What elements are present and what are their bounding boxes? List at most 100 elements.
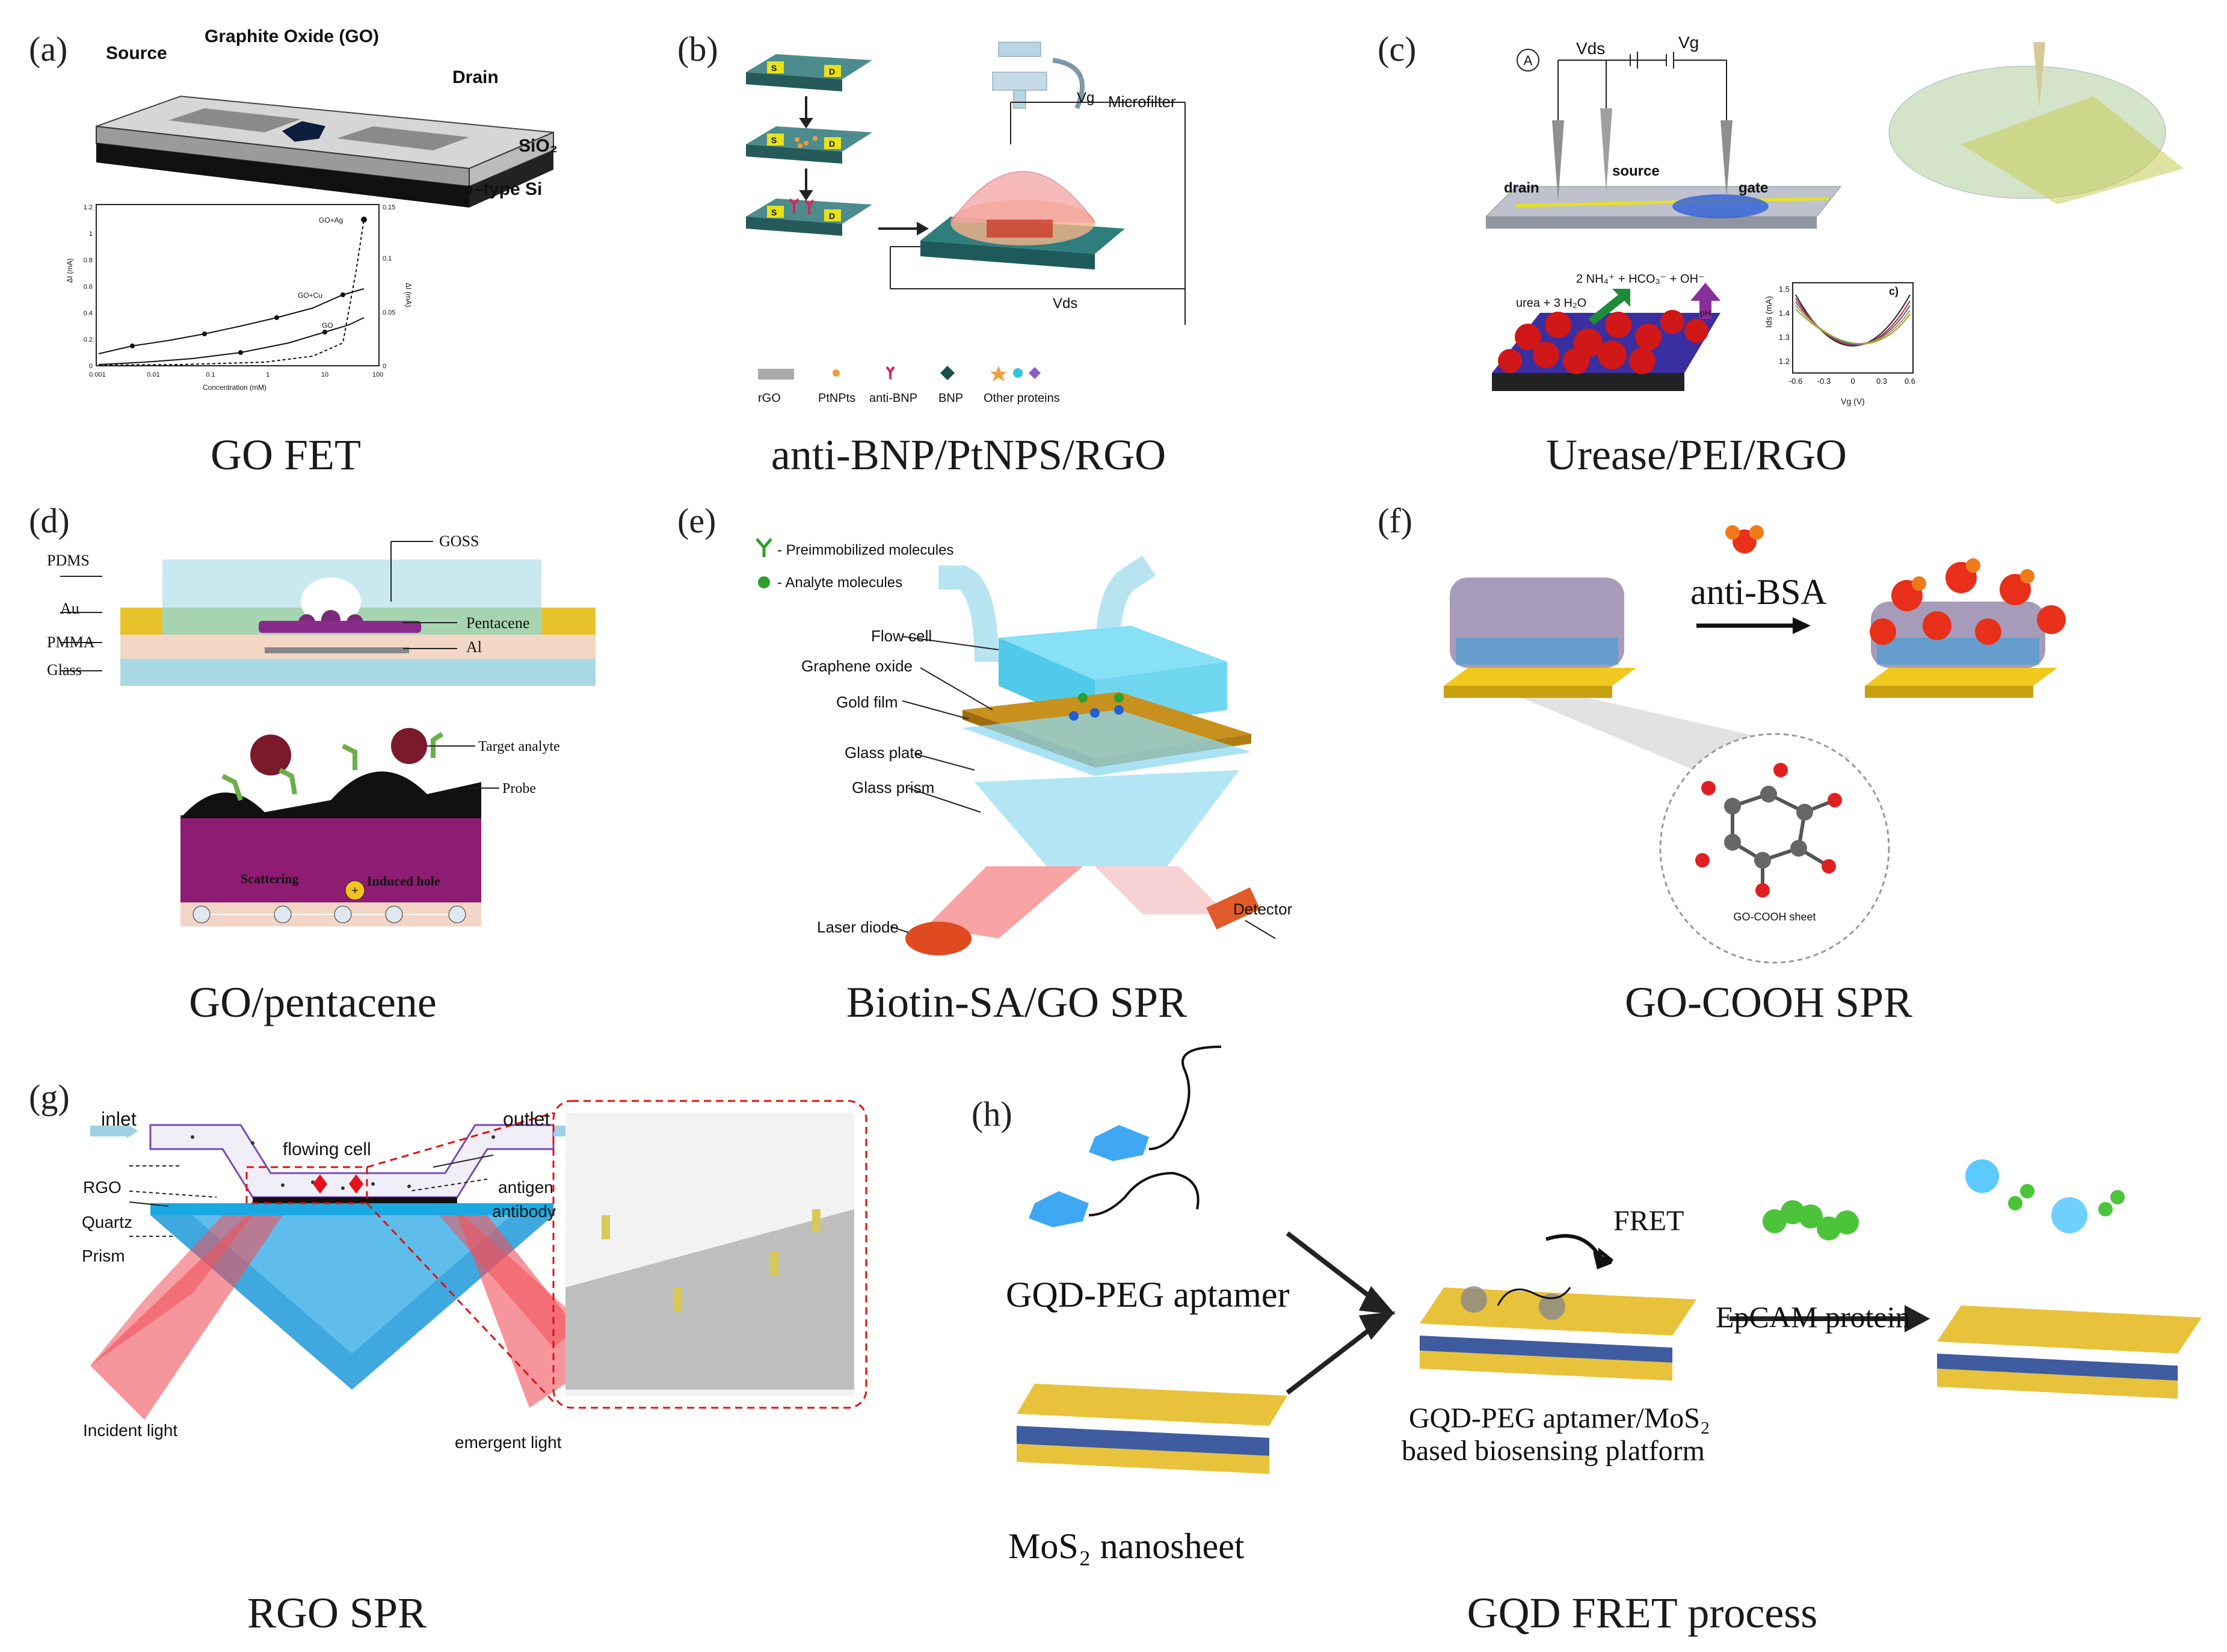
svg-text:0.05: 0.05: [383, 309, 395, 316]
label-drain: Drain: [452, 67, 499, 87]
label-sio2: SiO₂: [519, 136, 558, 156]
panel-g-tag: (g): [29, 1077, 70, 1117]
panel-h-diagram: [1017, 1046, 2202, 1474]
svg-text:Vg: Vg: [1077, 90, 1094, 106]
svg-text:Scattering: Scattering: [241, 871, 299, 886]
panel-b-tag: (b): [677, 29, 718, 69]
svg-text:Ids (mA): Ids (mA): [1764, 296, 1773, 328]
svg-text:GO+Cu: GO+Cu: [298, 291, 322, 300]
svg-text:Other proteins: Other proteins: [984, 392, 1060, 405]
svg-text:rGO: rGO: [758, 392, 781, 405]
panel-e-diagram: - Preimmobilized molecules - Analyte mol…: [756, 538, 1276, 955]
svg-text:0.8: 0.8: [84, 257, 93, 264]
svg-text:BNP: BNP: [938, 392, 963, 405]
svg-text:2 NH₄⁺ + HCO₃⁻ + OH⁻: 2 NH₄⁺ + HCO₃⁻ + OH⁻: [1576, 273, 1705, 286]
svg-text:-0.6: -0.6: [1789, 377, 1802, 386]
label-gqd-peg-aptamer: GQD-PEG aptamer: [1006, 1275, 1290, 1315]
svg-text:Vds: Vds: [1053, 295, 1077, 312]
caption-g: RGO SPR: [247, 1589, 427, 1637]
panel-f-diagram: GO-COOH sheet: [1444, 525, 2066, 964]
label-platform-line1: GQD-PEG aptamer/MoS₂: [1409, 1402, 1710, 1434]
svg-text:Pentacene: Pentacene: [466, 614, 529, 632]
panel-e-tag: (e): [677, 501, 716, 540]
svg-text:GO+Ag: GO+Ag: [319, 216, 343, 224]
panel-h-tag: (h): [972, 1094, 1012, 1133]
label-prism: Prism: [82, 1247, 125, 1265]
svg-text:PMMA: PMMA: [47, 633, 95, 651]
svg-text:S: S: [771, 208, 777, 217]
caption-d: GO/pentacene: [189, 978, 437, 1026]
label-graphene-oxide: Graphene oxide: [801, 657, 913, 675]
label-microfilter: Microfilter: [1108, 93, 1176, 111]
svg-text:Concentration (mM): Concentration (mM): [203, 383, 266, 392]
svg-text:0.1: 0.1: [206, 371, 215, 378]
panel-d-tag: (d): [29, 501, 70, 540]
svg-text:0.1: 0.1: [383, 255, 392, 262]
svg-text:gate: gate: [1739, 180, 1768, 196]
svg-text:Al: Al: [466, 638, 482, 656]
caption-e: Biotin-SA/GO SPR: [846, 978, 1187, 1026]
svg-text:PDMS: PDMS: [47, 552, 90, 569]
svg-text:0.2: 0.2: [84, 336, 93, 344]
svg-text:1.2: 1.2: [84, 204, 93, 211]
svg-text:0: 0: [383, 363, 386, 370]
svg-text:1.5: 1.5: [1779, 285, 1790, 294]
label-go: Graphite Oxide (GO): [205, 26, 380, 46]
label-flowcell: Flow cell: [871, 627, 932, 645]
label-flowing-cell: flowing cell: [283, 1139, 371, 1159]
label-source: Source: [106, 43, 167, 63]
svg-text:GO-COOH sheet: GO-COOH sheet: [1733, 911, 1816, 923]
svg-text:PtNPts: PtNPts: [818, 392, 855, 405]
caption-c: Urease/PEI/RGO: [1546, 431, 1847, 479]
panel-d-diagram: GOSS PDMS Au Pentacene PMMA Al Glass + T…: [47, 532, 596, 926]
svg-text:drain: drain: [1504, 180, 1539, 196]
panel-c-diagram: A Vds Vg drain source gate pH 2 NH₄⁺ + H…: [1485, 33, 2184, 406]
svg-text:S: S: [771, 135, 777, 145]
svg-text:- Preimmobilized molecules: - Preimmobilized molecules: [777, 542, 953, 558]
panel-a-device: [96, 95, 554, 208]
label-epcam: EpCAM protein: [1716, 1300, 1911, 1334]
svg-text:Induced hole: Induced hole: [367, 874, 440, 889]
label-gold-film: Gold film: [836, 693, 898, 711]
svg-text:Target analyte: Target analyte: [478, 739, 560, 754]
svg-text:pH: pH: [1700, 308, 1711, 318]
label-antigen: antigen: [498, 1178, 553, 1197]
svg-text:D: D: [829, 211, 835, 221]
svg-text:S: S: [771, 63, 777, 73]
svg-text:anti-BNP: anti-BNP: [869, 392, 917, 405]
panel-g-diagram: [90, 1100, 867, 1420]
svg-text:Au: Au: [60, 600, 79, 617]
svg-text:0.01: 0.01: [147, 371, 159, 378]
label-emergent-light: emergent light: [455, 1433, 562, 1452]
svg-text:0.6: 0.6: [1905, 377, 1915, 386]
svg-text:1: 1: [89, 230, 93, 238]
caption-h: GQD FRET process: [1467, 1589, 1818, 1637]
label-glass-plate: Glass plate: [845, 744, 923, 762]
svg-text:urea + 3 H₂O: urea + 3 H₂O: [1516, 297, 1586, 310]
label-laser-diode: Laser diode: [817, 918, 899, 936]
svg-text:10: 10: [321, 371, 328, 378]
svg-text:Vds: Vds: [1576, 39, 1605, 58]
label-mos2-nanosheet: MoS₂ nanosheet: [1008, 1526, 1245, 1566]
panel-a-tag: (a): [29, 29, 68, 69]
svg-text:- Analyte molecules: - Analyte molecules: [777, 575, 902, 591]
svg-text:GO: GO: [322, 321, 333, 330]
svg-text:0.3: 0.3: [1876, 377, 1887, 386]
svg-text:0.001: 0.001: [89, 371, 106, 378]
svg-text:+: +: [351, 884, 359, 898]
go-flake: [282, 121, 325, 142]
label-quartz: Quartz: [82, 1213, 133, 1231]
svg-text:1: 1: [266, 371, 270, 378]
label-inlet: inlet: [101, 1108, 137, 1130]
label-rgo: RGO: [83, 1178, 122, 1197]
svg-text:Glass: Glass: [47, 661, 82, 679]
svg-text:0: 0: [1850, 377, 1855, 386]
svg-text:A: A: [1524, 53, 1533, 68]
label-fret: FRET: [1613, 1205, 1684, 1237]
svg-text:D: D: [829, 67, 835, 76]
caption-a: GO FET: [211, 431, 361, 479]
svg-text:1.3: 1.3: [1779, 333, 1790, 342]
svg-text:ΔI (mA): ΔI (mA): [66, 258, 74, 283]
svg-text:-0.3: -0.3: [1817, 377, 1831, 386]
